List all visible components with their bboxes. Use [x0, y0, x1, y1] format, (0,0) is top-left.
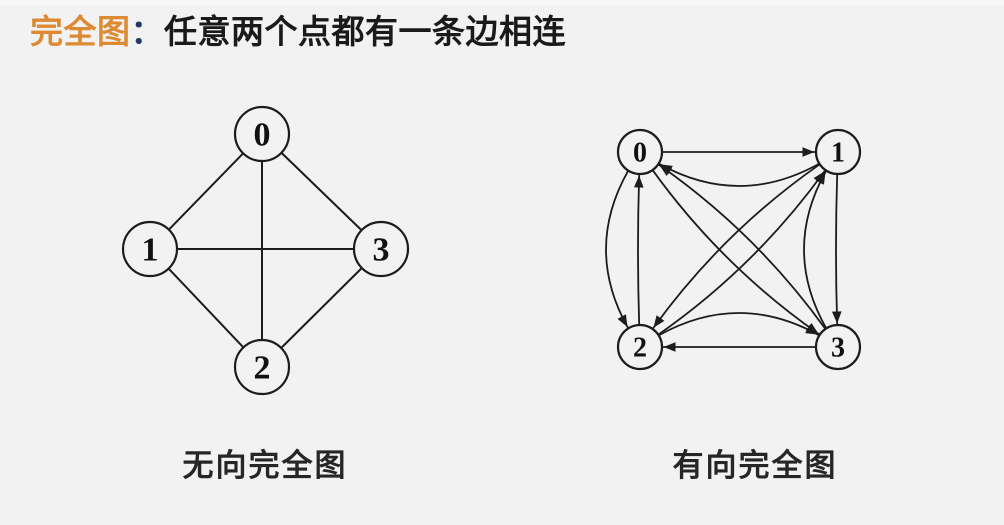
graph-arc-1-to-2 — [652, 163, 821, 329]
title-description: 任意两个点都有一条边相连 — [164, 13, 566, 50]
graph-arc-2-to-3 — [657, 312, 819, 337]
graph-edge-1-2 — [167, 267, 245, 349]
node-circle-0 — [233, 105, 291, 163]
node-label-3: 3 — [373, 232, 390, 269]
node-label-1: 1 — [142, 232, 159, 269]
graph-node-3: 3 — [814, 323, 862, 371]
title-keyword: 完全图 — [30, 13, 131, 50]
top-edge-band — [0, 0, 1004, 5]
caption-directed: 有向完全图 — [672, 448, 838, 483]
graph-node-2: 2 — [233, 338, 291, 396]
graph-arc-3-to-1 — [803, 171, 828, 330]
graph-node-1: 1 — [121, 220, 179, 278]
node-circle-1 — [121, 220, 179, 278]
graph-edge-2-3 — [280, 267, 363, 349]
caption-undirected: 无向完全图 — [182, 448, 348, 483]
graph-edge-0-3 — [280, 151, 363, 232]
graph-node-1: 1 — [814, 128, 862, 176]
graph-arc-1-to-0 — [659, 162, 821, 187]
node-label-0: 0 — [633, 138, 647, 169]
graph-node-2: 2 — [616, 323, 664, 371]
node-circle-1 — [814, 128, 862, 176]
graph-node-3: 3 — [352, 220, 410, 278]
node-circle-3 — [814, 323, 862, 371]
title-separator: ： — [130, 13, 164, 50]
graph-node-0: 0 — [616, 128, 664, 176]
graph-arc-0-to-2 — [605, 169, 630, 328]
graph-arc-2-to-0 — [637, 174, 641, 326]
node-label-2: 2 — [633, 333, 647, 364]
graph-arc-3-to-0 — [658, 164, 827, 330]
node-circle-2 — [233, 338, 291, 396]
node-label-2: 2 — [254, 350, 271, 387]
graph-edge-0-1 — [167, 152, 245, 231]
page-title: 完全图：任意两个点都有一条边相连 — [30, 10, 566, 54]
node-label-1: 1 — [831, 138, 845, 169]
graph-arc-2-to-1 — [657, 170, 826, 336]
node-circle-3 — [352, 220, 410, 278]
graph-arc-1-to-3 — [835, 173, 839, 325]
node-label-3: 3 — [831, 333, 845, 364]
node-label-0: 0 — [254, 117, 271, 154]
node-circle-0 — [616, 128, 664, 176]
graph-node-0: 0 — [233, 105, 291, 163]
node-circle-2 — [616, 323, 664, 371]
graph-arc-0-to-3 — [651, 169, 820, 335]
